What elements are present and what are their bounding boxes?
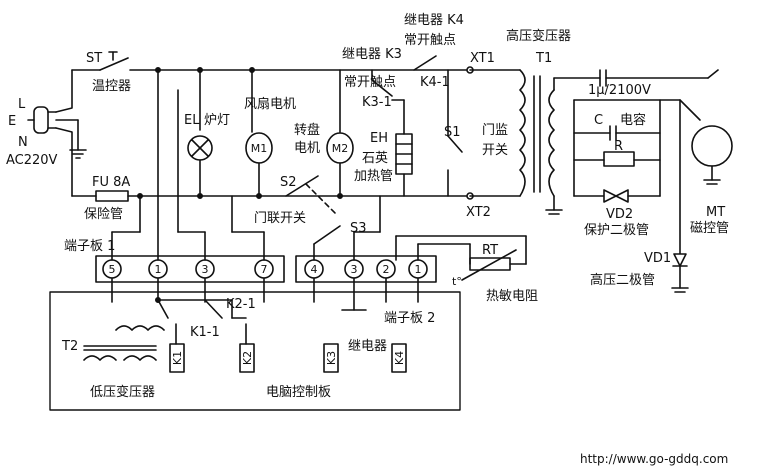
mains-label: AC220V [6,153,58,168]
k2-contact-label: K2-1 [226,297,256,312]
s1-label: S1 [444,125,461,140]
relay-k4-label-2: 常开触点 [404,33,457,48]
turntable-label-2: 电机 [294,141,321,156]
relay-k3-label-2: 常开触点 [344,75,397,90]
thermostat-icon [99,51,129,71]
m1-label: M1 [251,142,268,155]
thermostat-label: 温控器 [92,79,132,94]
tb2-terminal-1: 1 [415,263,422,276]
fan-label: 风扇电机 [244,97,297,112]
resistor-icon [603,151,635,167]
tb1-terminal-3: 3 [202,263,209,276]
cap-value-label: 1μ/2100V [588,83,651,98]
plug-l-label: L [18,97,26,112]
lv-transformer-label: 低压变压器 [90,385,156,400]
thermistor-label: 热敏电阻 [486,289,539,304]
rt-label: RT [482,243,499,258]
mains-plug-icon [27,69,87,197]
c-label: C [594,113,604,128]
magnetron-icon [691,125,733,167]
lamp-icon [187,135,213,161]
s2-label: S2 [280,175,297,190]
hv-transformer-label: 高压变压器 [506,29,572,44]
door-monitor-label-2: 开关 [482,143,509,158]
tb1-label: 端子板 1 [64,239,116,254]
terminal-board-2-icon [295,255,437,283]
relay-k3-label-1: 继电器 K3 [342,47,402,62]
hv-transformer-icon [469,69,563,215]
relay-k3-icon [323,343,339,373]
fuse-code-label: FU 8A [92,175,131,190]
k1-contact-label: K1-1 [190,325,220,340]
quartz-label-2: 加热管 [354,169,394,184]
tb2-label: 端子板 2 [384,311,436,326]
hv-diode-label: 高压二极管 [590,273,656,288]
k4-contact-label: K4-1 [420,75,450,90]
t1-label: T1 [536,51,553,66]
terminal-board-1-icon [95,255,285,283]
xt1-label: XT1 [470,51,495,66]
vd1-label: VD1 [644,251,672,266]
source-url: http://www.go-gddq.com [580,452,729,466]
plug-n-label: N [18,135,28,150]
k2-label: K2 [241,351,254,365]
door-switch-label: 门联开关 [254,211,307,226]
door-monitor-label-1: 门监 [482,123,509,138]
mt-label: MT [706,205,726,220]
relay-k4-icon [391,343,407,373]
el-label: EL [184,113,200,128]
quartz-label-1: 石英 [362,151,389,166]
pcb-outline [49,291,461,411]
tb2-terminal-2: 2 [383,263,390,276]
relay-k4-label-1: 继电器 K4 [404,13,464,28]
magnetron-label: 磁控管 [690,221,730,236]
prot-diode-label: 保护二极管 [584,223,650,238]
k4-label: K4 [393,351,406,365]
xt2-label: XT2 [466,205,491,220]
protection-diode-icon [603,189,629,203]
vd2-label: VD2 [606,207,634,222]
quartz-heater-icon [395,133,413,175]
turntable-label-1: 转盘 [294,123,321,138]
tb2-terminal-4: 4 [311,263,318,276]
s3-label: S3 [350,221,367,236]
k3-label: K3 [325,351,338,365]
t2-label: T2 [62,339,79,354]
fuse-icon [95,190,129,202]
t-symbol-label: t° [452,275,462,288]
relay-k1-icon [169,343,185,373]
plug-e-label: E [8,114,17,129]
hv-diode-icon [672,253,688,267]
pcb-label: 电脑控制板 [266,385,332,400]
eh-label: EH [370,131,388,146]
tb1-terminal-5: 5 [109,263,116,276]
k3-contact-label: K3-1 [362,95,392,110]
lv-transformer-icon [83,325,165,361]
r-label: R [614,139,624,154]
k1-label: K1 [171,351,184,365]
tb1-terminal-1: 1 [155,263,162,276]
st-label: ST [86,51,103,66]
lamp-label: 炉灯 [204,113,231,128]
tb1-terminal-7: 7 [261,263,268,276]
tb2-terminal-3: 3 [351,263,358,276]
relay-label: 继电器 [348,339,388,354]
cap-label: 电容 [620,113,647,128]
relay-k2-icon [239,343,255,373]
fuse-label: 保险管 [84,207,124,222]
m2-label: M2 [332,142,349,155]
